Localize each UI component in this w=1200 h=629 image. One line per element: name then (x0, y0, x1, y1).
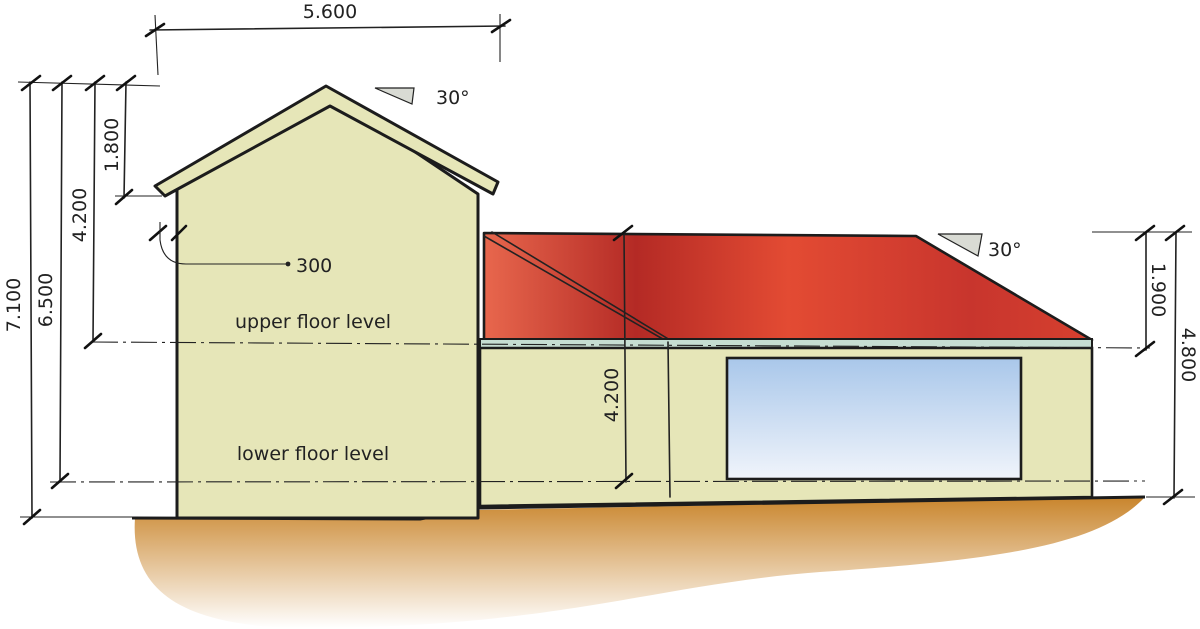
ground (134, 497, 1146, 628)
dim-wall-height-label: 6.500 (35, 273, 57, 327)
dim-annex-roof-rise: 1.900 (1134, 224, 1169, 358)
roof-edge-diagonal (483, 235, 669, 343)
dim-upper-to-eave-label: 4.200 (69, 188, 91, 242)
dim-annex-total: 4.800 (1162, 224, 1199, 506)
house-roof (153, 84, 500, 198)
upper-floor-line (91, 341, 1151, 349)
dim-overhang-label: 300 (296, 255, 332, 277)
annex-divider (667, 341, 671, 498)
dim-annex-height-label: 4.200 (601, 368, 623, 422)
dim-annex-roof-rise-label: 1.900 (1147, 263, 1169, 317)
dim-roof-rise-label: 1.800 (101, 118, 123, 172)
dim-overhang: 300 (148, 222, 332, 277)
dim-total-height: 7.100 (3, 74, 161, 526)
dim-width-label: 5.600 (303, 1, 357, 23)
dim-upper-to-eave: 4.200 (69, 74, 106, 350)
angle-house-roof: 30° (374, 87, 470, 109)
dim-roof-rise: 1.800 (101, 74, 162, 206)
dim-total-height-label: 7.100 (3, 278, 25, 332)
upper-floor-label: upper floor level (235, 311, 391, 333)
dim-annex-height: 4.200 (601, 224, 634, 490)
angle-annex-roof: 30° (937, 233, 1022, 261)
dim-annex-total-label: 4.800 (1177, 328, 1199, 382)
angle-house-roof-label: 30° (436, 87, 470, 109)
lower-floor-label: lower floor level (237, 443, 389, 465)
dim-wall-height: 6.500 (35, 74, 73, 490)
dim-width-line (149, 25, 506, 31)
angle-annex-roof-label: 30° (988, 239, 1022, 261)
window (725, 356, 1023, 481)
lower-floor-line (49, 480, 1146, 483)
roof-edge-diagonal-2 (491, 231, 671, 341)
